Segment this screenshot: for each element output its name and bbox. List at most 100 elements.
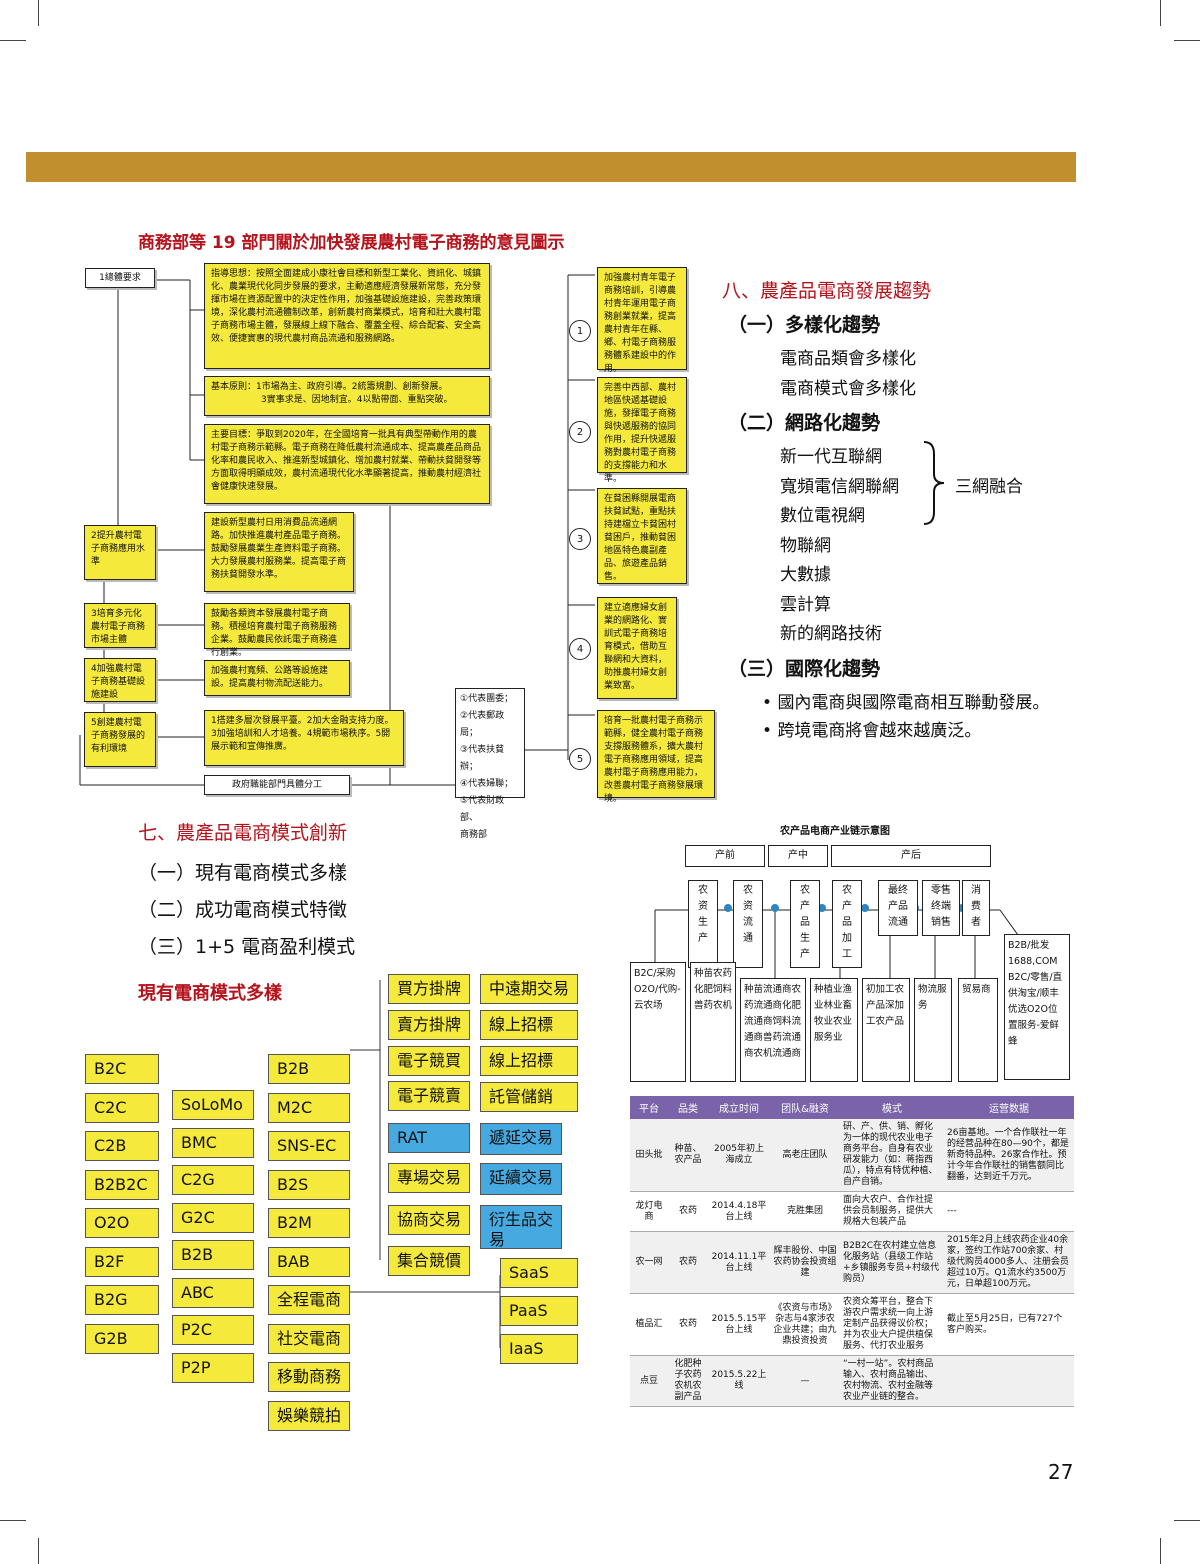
trade-tag: 協商交易 bbox=[388, 1205, 470, 1235]
chain-node: 零售终端销售 bbox=[922, 880, 960, 936]
trade-tag: 賣方掛牌 bbox=[388, 1010, 470, 1040]
chain-bottom-box: B2B/批发1688,COM B2C/零售/直供淘宝/顺丰优选O2O位置服务-爱… bbox=[1004, 934, 1070, 1080]
chain-stage: 产中 bbox=[768, 845, 828, 867]
model-tag: 移動商務 bbox=[268, 1362, 350, 1392]
model-tag: M2C bbox=[268, 1092, 350, 1123]
trend-item: 新一代互聯網 bbox=[780, 447, 882, 467]
chain-bottom-box: 贸易商 bbox=[958, 978, 998, 1082]
table-cell: 《农资与市场》杂志与4家涉农企业共建；由九鼎投资投资 bbox=[770, 1293, 840, 1356]
gov-division-box: 政府職能部門具體分工 bbox=[204, 775, 350, 795]
table-header: 团队&融资 bbox=[770, 1096, 840, 1119]
crop-mark bbox=[0, 1520, 26, 1521]
model-tag: SoLoMo bbox=[172, 1090, 254, 1120]
trend-item: 電商模式會多樣化 bbox=[780, 379, 916, 399]
model-tag: C2G bbox=[172, 1165, 254, 1195]
crop-mark bbox=[38, 1538, 39, 1564]
table-header: 平台 bbox=[630, 1096, 668, 1119]
table-cell: 2014.4.18平台上线 bbox=[708, 1191, 770, 1232]
trend-item: 寬頻電信網聯網 bbox=[780, 477, 899, 497]
agency-item: ⑤代表財政部、 bbox=[460, 796, 505, 823]
trade-tag: 遞延交易 bbox=[480, 1123, 562, 1155]
table-cell: 农资众筹平台，整合下游农户需求统一向上游定制产品获得议价权；并为农业大户提供植保… bbox=[840, 1293, 944, 1356]
crop-mark bbox=[0, 40, 26, 41]
table-cell: 2015.5.22上线 bbox=[708, 1355, 770, 1407]
table-cell: 26亩基地。一个合作联社一年的经营品种在80—90个，都是新奇特品种。26家合作… bbox=[944, 1119, 1074, 1192]
middle-item: 1搭建多層次發展平臺。2加大金融支持力度。3加強培訓和人才培養。4規範市場秩序。… bbox=[204, 710, 404, 766]
crop-mark bbox=[38, 0, 39, 26]
model-tag: B2S bbox=[268, 1169, 350, 1200]
model-tag: B2B bbox=[172, 1240, 254, 1270]
table-cell: 截止至5月25日，已有727个客户购买。 bbox=[944, 1293, 1074, 1356]
model-tag: B2G bbox=[85, 1285, 159, 1315]
principles-line: 3實事求是、因地制宜。4以點帶面、重點突破。 bbox=[261, 395, 453, 405]
right-item: 建立適應婦女創業的網路化、實訓式電子商務培育模式，借助互聯網和大資料，助推農村婦… bbox=[597, 597, 677, 699]
middle-item: 鼓勵各類資本發展農村電子商務。積極培育農村電子商務服務企業。鼓勵農民依託電子商務… bbox=[204, 603, 350, 658]
middle-item: 建設新型農村日用消費品流通網路。加快推進農村產品電子商務。鼓勵發展農業生產資料電… bbox=[204, 512, 354, 592]
agency-item: ④代表婦聯； bbox=[460, 779, 514, 789]
table-cell: 2015.5.15平台上线 bbox=[708, 1293, 770, 1356]
table-cell: 辉丰股份、中国农药协会投资组建 bbox=[770, 1231, 840, 1294]
trade-tag: 中遠期交易 bbox=[480, 974, 578, 1004]
table-cell: 2005年初上海成立 bbox=[708, 1119, 770, 1192]
trend-bullet-text: 跨境電商將會越來越廣泛。 bbox=[777, 721, 982, 741]
number-circle: 1 bbox=[569, 320, 591, 342]
table-cell: --- bbox=[944, 1191, 1074, 1232]
model-tag: C2B bbox=[85, 1131, 159, 1161]
table-cell: “一村一站”。农村商品输入、农村商品输出、农村物流、农村金融等农业产业链的整合。 bbox=[840, 1355, 944, 1407]
model-tag: G2B bbox=[85, 1323, 159, 1354]
model-tag: B2B2C bbox=[85, 1169, 159, 1200]
trade-tag: 專場交易 bbox=[388, 1163, 470, 1193]
table-cell: 植品汇 bbox=[630, 1293, 668, 1356]
trade-tag: 買方掛牌 bbox=[388, 974, 470, 1004]
models-title: 現有電商模式多樣 bbox=[138, 983, 282, 1004]
model-tag: O2O bbox=[85, 1208, 159, 1238]
trends-title: 八、農產品電商發展趨勢 bbox=[722, 280, 932, 302]
chain-stage: 产后 bbox=[831, 845, 991, 867]
chain-stage: 产前 bbox=[685, 845, 765, 867]
chain-bottom-box: 物流服务 bbox=[914, 978, 952, 1082]
model-tag: 全程電商 bbox=[268, 1285, 350, 1315]
crop-mark bbox=[1174, 1520, 1200, 1521]
chain-node: 最终产品流通 bbox=[878, 880, 918, 936]
left-item: 3培育多元化農村電子商務市場主體 bbox=[84, 603, 156, 648]
number-circle: 3 bbox=[569, 528, 591, 550]
trade-tag: 線上招標 bbox=[480, 1010, 578, 1040]
header-band bbox=[26, 152, 1076, 182]
agency-item: ③代表扶貧辦； bbox=[460, 745, 505, 772]
trend-item: 雲計算 bbox=[780, 595, 831, 615]
table-cell: 龙灯电商 bbox=[630, 1191, 668, 1232]
principles-line: 基本原則：1市場為主、政府引導。2統籌規劃、創新發展。 bbox=[211, 382, 448, 392]
left-item: 5創建農村電子商務發展的有利環境 bbox=[84, 712, 156, 767]
model-tag: C2C bbox=[85, 1092, 159, 1123]
trade-tag: 線上招標 bbox=[480, 1046, 578, 1076]
root-box: 1總體要求 bbox=[85, 268, 155, 288]
table-cell: 农药 bbox=[668, 1231, 708, 1294]
trend-item: 電商品類會多樣化 bbox=[780, 349, 916, 369]
chain-bottom-box: 初加工农产品深加工农产品 bbox=[862, 978, 910, 1082]
right-item: 加強農村青年電子商務培訓，引導農村青年運用電子商務創業就業，提高農村青年在縣、鄉… bbox=[597, 267, 687, 374]
innovation-title: 七、農產品電商模式創新 bbox=[138, 822, 348, 844]
model-tag: B2F bbox=[85, 1246, 159, 1277]
model-tag: G2C bbox=[172, 1202, 254, 1233]
agency-item: ①代表團委； bbox=[460, 694, 514, 704]
crop-mark bbox=[1160, 1538, 1161, 1564]
trend-item: 數位電視網 bbox=[780, 506, 865, 526]
brace-icon bbox=[923, 441, 945, 525]
trade-tag: 電子競賣 bbox=[388, 1081, 470, 1111]
trade-tag: RAT bbox=[388, 1123, 470, 1153]
model-tag: B2B bbox=[268, 1054, 350, 1084]
agency-item: 商務部 bbox=[460, 830, 488, 840]
model-tag: P2P bbox=[172, 1352, 254, 1383]
left-item: 4加強農村電子商務基礎設施建設 bbox=[84, 658, 156, 702]
trend-section: （三）國際化趨勢 bbox=[728, 658, 881, 680]
left-item: 2提升農村電子商務應用水準 bbox=[84, 525, 156, 580]
model-tag: BMC bbox=[172, 1127, 254, 1158]
brace-label: 三網融合 bbox=[955, 477, 1023, 497]
trade-tag: 集合競價 bbox=[388, 1246, 470, 1276]
page-number: 27 bbox=[1048, 1460, 1074, 1484]
trade-tag: 延續交易 bbox=[480, 1163, 562, 1195]
